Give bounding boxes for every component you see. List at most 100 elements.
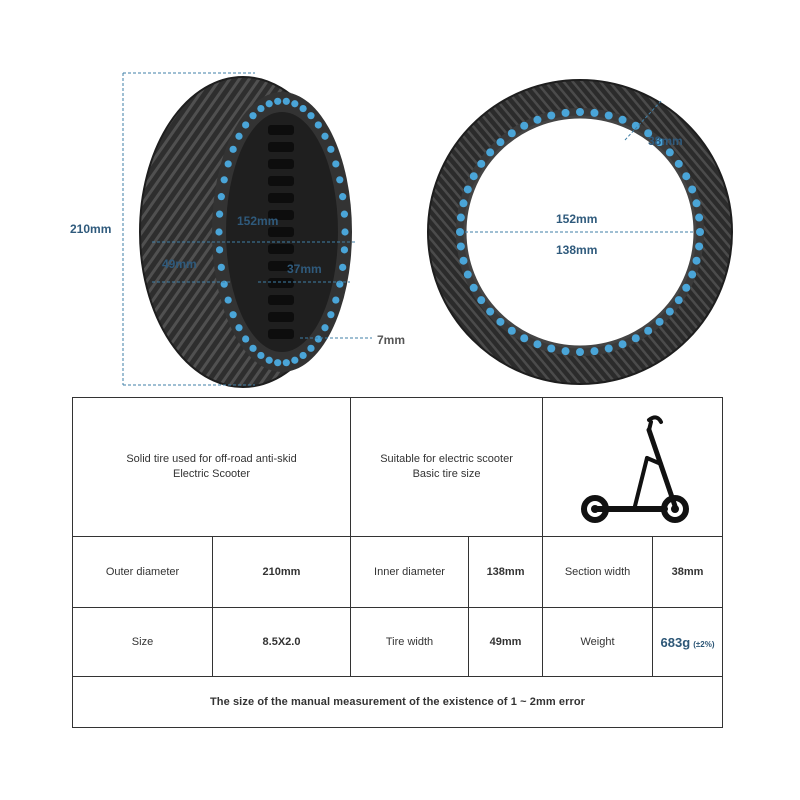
- hole: [332, 296, 340, 304]
- hole: [533, 115, 542, 124]
- hole: [265, 356, 273, 364]
- hole: [339, 263, 347, 271]
- hole: [547, 111, 556, 120]
- dim-left-inner-diameter: 152mm: [237, 214, 278, 228]
- left-tire-image: [139, 76, 352, 388]
- slot: [268, 193, 294, 203]
- hole: [692, 199, 701, 208]
- slot: [268, 329, 294, 339]
- dim-sidewall: 7mm: [377, 333, 405, 347]
- scooter-icon: [580, 414, 689, 523]
- hole: [299, 104, 307, 113]
- hole: [215, 210, 224, 218]
- hole: [644, 129, 653, 138]
- hole: [282, 359, 290, 367]
- slot: [268, 227, 294, 237]
- hole: [665, 148, 674, 157]
- intro-mid-line1: Suitable for electric scooter: [380, 453, 513, 465]
- hole: [576, 348, 584, 356]
- slot: [268, 176, 294, 186]
- hole: [291, 356, 299, 364]
- hole: [507, 129, 516, 138]
- hole: [282, 97, 290, 105]
- inner-diameter-label: Inner diameter: [350, 536, 470, 608]
- spec-table: Solid tire used for off-road anti-skid E…: [71, 397, 724, 728]
- scooter-cell: [542, 397, 724, 537]
- hole: [688, 185, 697, 194]
- outer-diameter-label: Outer diameter: [72, 536, 213, 608]
- hole: [477, 296, 486, 305]
- section-width-value: 38mm: [652, 536, 724, 608]
- hole: [459, 199, 468, 208]
- hole: [682, 172, 691, 181]
- dim-inner-width: 37mm: [287, 262, 322, 276]
- left-tire-holes: [215, 97, 349, 367]
- hole: [655, 138, 664, 147]
- dim-outer-diameter: 210mm: [70, 222, 111, 236]
- hole: [215, 246, 224, 254]
- hole: [336, 176, 344, 184]
- slot: [268, 295, 294, 305]
- hole: [655, 317, 664, 326]
- hole: [242, 121, 250, 129]
- hole: [469, 283, 478, 292]
- section-width-label: Section width: [542, 536, 654, 608]
- dimension-lines: [122, 72, 693, 386]
- tire-width-label: Tire width: [350, 607, 470, 677]
- dim-right-inner-152: 152mm: [556, 212, 597, 226]
- hole: [533, 340, 542, 349]
- hole: [224, 296, 232, 304]
- tire-width-value: 49mm: [468, 607, 544, 677]
- hole: [242, 335, 250, 343]
- inner-diameter-value: 138mm: [468, 536, 544, 608]
- hole: [486, 307, 495, 316]
- intro-mid-line2: Basic tire size: [412, 468, 481, 480]
- hole: [265, 100, 273, 108]
- measurement-error-note: The size of the manual measurement of th…: [71, 676, 724, 728]
- hole: [486, 148, 495, 157]
- hole: [520, 334, 529, 343]
- hole: [229, 311, 237, 319]
- hole: [257, 351, 265, 360]
- hole: [644, 326, 653, 335]
- weight-label: Weight: [542, 607, 654, 677]
- hole: [215, 228, 223, 236]
- hole: [590, 347, 599, 356]
- hole: [257, 104, 265, 113]
- hole: [520, 121, 529, 130]
- size-label: Size: [72, 607, 213, 677]
- dim-right-inner-138: 138mm: [556, 243, 597, 257]
- hole: [576, 108, 584, 116]
- intro-left-line2: Electric Scooter: [172, 468, 251, 480]
- slot: [268, 261, 294, 271]
- hole: [682, 283, 691, 292]
- hole: [249, 344, 257, 352]
- hole: [561, 108, 570, 117]
- hole: [604, 344, 613, 353]
- hole: [665, 307, 674, 316]
- hole: [459, 256, 468, 265]
- hole: [220, 176, 228, 184]
- hole: [674, 296, 683, 305]
- weight-cell: 683g (±2%): [652, 607, 724, 677]
- hole: [307, 344, 315, 352]
- hole: [339, 193, 347, 201]
- hole: [604, 111, 613, 120]
- hole: [456, 213, 465, 222]
- hole: [547, 344, 556, 353]
- intro-mid-cell: Suitable for electric scooter Basic tire…: [350, 397, 544, 537]
- hole: [631, 121, 640, 130]
- hole: [314, 121, 322, 129]
- slot: [268, 159, 294, 169]
- hole: [274, 97, 282, 105]
- slot: [268, 278, 294, 288]
- hole: [299, 351, 307, 360]
- hole: [291, 100, 299, 108]
- hole: [456, 228, 464, 236]
- hole: [469, 172, 478, 181]
- hole: [688, 270, 697, 279]
- hole: [692, 256, 701, 265]
- hole: [235, 324, 243, 332]
- outer-diameter-value: 210mm: [211, 536, 352, 608]
- slot: [268, 244, 294, 254]
